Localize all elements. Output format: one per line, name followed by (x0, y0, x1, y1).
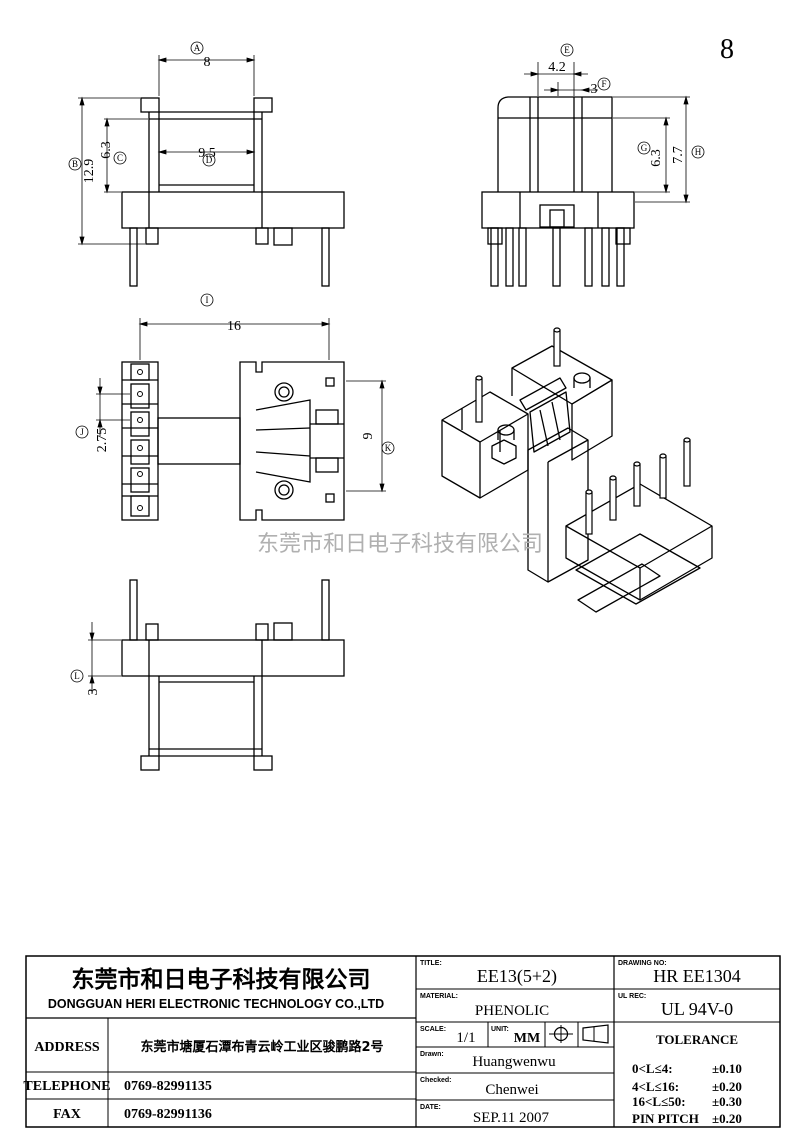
svg-text:F: F (601, 79, 606, 89)
side-view (481, 96, 635, 287)
company-name-cn: 东莞市和日电子科技有限公司 (72, 966, 371, 993)
dim-f: 3 (591, 82, 598, 97)
tolerance-range-1: 0<L≤4: (632, 1061, 673, 1076)
svg-text:H: H (695, 147, 702, 157)
bottom-view-dimension-text: I 16 J 2.75 K 9 (80, 295, 392, 453)
unit-label: UNIT: (491, 1026, 509, 1033)
title-block-text: 东莞市和日电子科技有限公司 DONGGUAN HERI ELECTRONIC T… (23, 960, 741, 1126)
tolerance-value-2: ±0.20 (712, 1079, 742, 1094)
unit-value: MM (514, 1031, 540, 1046)
title-value: EE13(5+2) (477, 966, 557, 987)
scale-label: SCALE: (420, 1026, 446, 1033)
lower-view (121, 579, 345, 771)
ul-value: UL 94V-0 (661, 999, 733, 1019)
drawn-label: Drawn: (420, 1051, 444, 1058)
bottom-view (121, 361, 345, 521)
dim-j: 2.75 (95, 428, 110, 453)
date-value: SEP.11 2007 (473, 1110, 550, 1126)
svg-text:C: C (117, 153, 123, 163)
tolerance-range-4: PIN PITCH (632, 1111, 699, 1126)
dim-h: 7.7 (671, 146, 686, 164)
svg-text:E: E (564, 45, 570, 55)
dim-a: 8 (204, 55, 211, 70)
dim-c: 6.3 (99, 141, 114, 159)
date-label: DATE: (420, 1104, 441, 1111)
lower-view-dimensions (70, 622, 121, 694)
scale-value: 1/1 (456, 1030, 475, 1046)
company-name-en: DONGGUAN HERI ELECTRONIC TECHNOLOGY CO.,… (48, 997, 384, 1011)
checked-value: Chenwei (485, 1082, 538, 1098)
telephone-value: 0769-82991135 (124, 1079, 212, 1094)
isometric-pins (475, 327, 691, 535)
drawn-value: Huangwenwu (472, 1054, 556, 1070)
tolerance-value-3: ±0.30 (712, 1094, 742, 1109)
svg-text:A: A (194, 43, 201, 53)
front-view (121, 97, 345, 287)
address-value: 东莞市塘厦石潭布青云岭工业区骏鹏路2号 (140, 1039, 383, 1055)
material-label: MATERIAL: (420, 993, 458, 1000)
bottom-view-pins (137, 369, 143, 511)
tolerance-label: TOLERANCE (656, 1032, 738, 1047)
dim-d: 9.5 (198, 146, 216, 161)
svg-text:I: I (206, 295, 209, 305)
dim-e: 4.2 (548, 60, 566, 75)
dim-k: 9 (361, 433, 376, 440)
bottom-view-dimensions (75, 293, 395, 493)
svg-text:B: B (72, 159, 78, 169)
dim-b: 12.9 (82, 159, 97, 184)
isometric-view (441, 345, 713, 613)
dim-l: 3 (86, 689, 101, 696)
watermark: 东莞市和日电子科技有限公司 (257, 532, 543, 557)
side-view-dimension-text: E 4.2 F 3 G 6.3 H 7.7 (548, 45, 702, 167)
address-label: ADDRESS (34, 1040, 100, 1055)
tolerance-range-2: 4<L≤16: (632, 1079, 679, 1094)
svg-text:D: D (206, 155, 213, 165)
front-view-dimensions (68, 41, 256, 246)
title-block-lines (25, 955, 781, 1128)
page-number: 8 (720, 34, 734, 65)
side-view-dimensions (524, 43, 705, 204)
lower-view-dimension-text: L 3 (74, 671, 101, 696)
telephone-label: TELEPHONE (23, 1079, 110, 1094)
tolerance-range-3: 16<L≤50: (632, 1094, 686, 1109)
svg-text:K: K (385, 443, 392, 453)
ul-label: UL REC: (618, 993, 646, 1000)
material-value: PHENOLIC (475, 1003, 549, 1019)
svg-text:G: G (641, 143, 648, 153)
front-view-dimension-text: A 8 B 12.9 C 6.3 D 9.5 (72, 43, 216, 183)
drawing-no-value: HR EE1304 (653, 966, 741, 986)
drawing-no-label: DRAWING NO: (618, 960, 667, 967)
tolerance-value-4: ±0.20 (712, 1111, 742, 1126)
fax-value: 0769-82991136 (124, 1107, 212, 1122)
dim-i: 16 (227, 319, 241, 334)
checked-label: Checked: (420, 1077, 452, 1084)
dim-g: 6.3 (649, 149, 664, 167)
svg-text:L: L (74, 671, 80, 681)
fax-label: FAX (53, 1107, 81, 1122)
title-label: TITLE: (420, 960, 442, 967)
svg-text:J: J (80, 427, 84, 437)
tolerance-value-1: ±0.10 (712, 1061, 742, 1076)
